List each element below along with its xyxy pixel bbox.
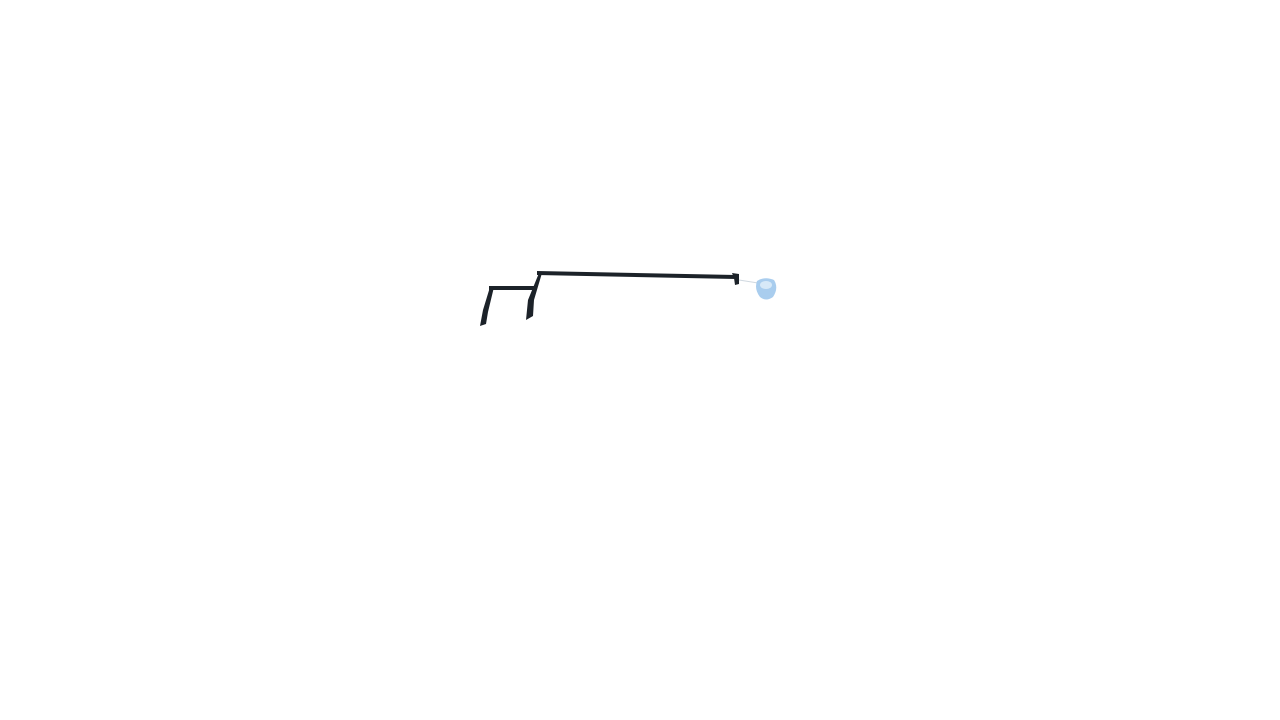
eyewear-frame <box>480 271 777 326</box>
lens-wire <box>738 279 759 284</box>
frame-front-leg <box>526 273 542 320</box>
frame-long-bar <box>537 271 736 279</box>
lens-highlight <box>760 281 772 289</box>
frame-short-bar <box>489 286 537 290</box>
frame-hinge <box>732 273 739 285</box>
frame-rear-leg <box>480 287 494 326</box>
